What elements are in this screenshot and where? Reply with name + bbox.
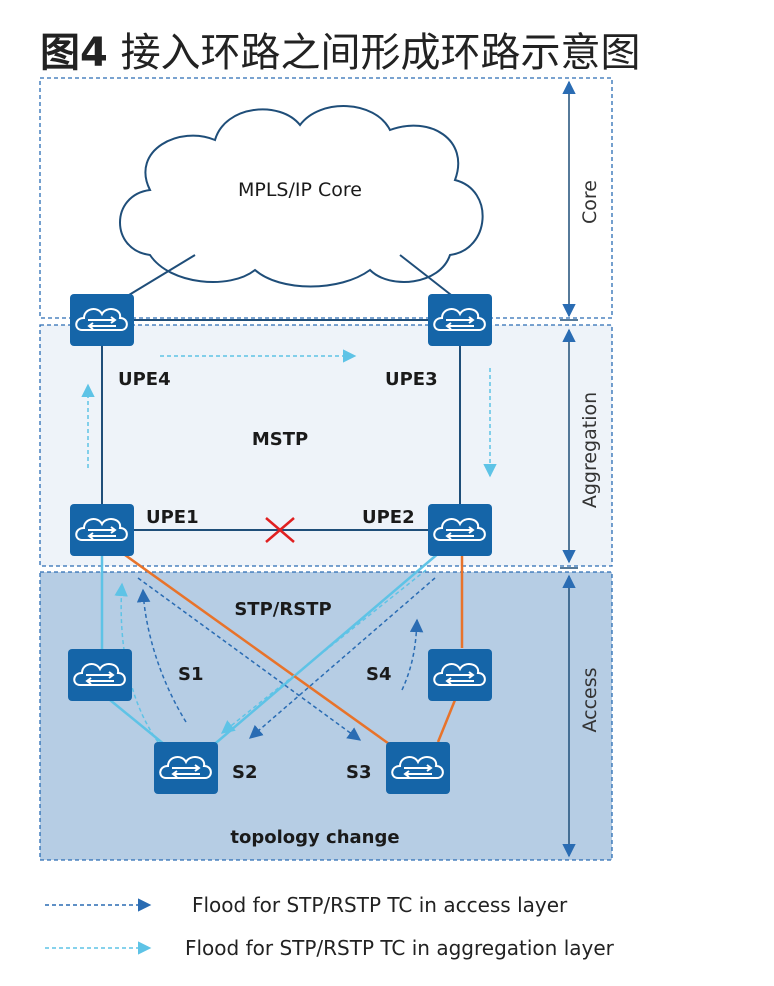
figure-title: 图4 接入环路之间形成环路示意图 [40, 20, 641, 78]
switch-icon [385, 741, 451, 795]
device-s4 [427, 648, 493, 702]
device-upe2 [427, 503, 493, 557]
switch-icon [427, 503, 493, 557]
label-upe3: UPE3 [385, 369, 438, 390]
aggregation-layer-label: Aggregation [579, 392, 601, 508]
device-s2 [153, 741, 219, 795]
stp-rstp-label: STP/RSTP [234, 599, 331, 620]
figure-caption: 接入环路之间形成环路示意图 [120, 30, 641, 76]
label-s3: S3 [346, 762, 372, 783]
switch-icon [427, 648, 493, 702]
device-upe1 [69, 503, 135, 557]
blocked-link-icon [265, 517, 295, 543]
cloud-label: MPLS/IP Core [238, 179, 362, 201]
aggregation-region [39, 324, 613, 567]
device-upe4 [69, 293, 135, 347]
legend: Flood for STP/RSTP TC in access layer Fl… [45, 893, 615, 960]
label-upe1: UPE1 [146, 507, 199, 528]
label-upe2: UPE2 [362, 507, 415, 528]
access-layer-label: Access [579, 667, 601, 732]
figure-number: 图4 [40, 30, 108, 76]
label-s1: S1 [178, 664, 204, 685]
legend-access-text: Flood for STP/RSTP TC in access layer [192, 893, 568, 917]
switch-icon [427, 293, 493, 347]
label-s2: S2 [232, 762, 258, 783]
legend-aggregation-text: Flood for STP/RSTP TC in aggregation lay… [185, 936, 615, 960]
core-layer-label: Core [579, 180, 601, 224]
mstp-label: MSTP [252, 429, 308, 450]
switch-icon [69, 293, 135, 347]
switch-icon [69, 503, 135, 557]
mpls-cloud: MPLS/IP Core [119, 105, 484, 288]
device-s3 [385, 741, 451, 795]
access-flood-arrows [136, 577, 436, 741]
switch-icon [153, 741, 219, 795]
device-upe3 [427, 293, 493, 347]
switch-icon [67, 648, 133, 702]
topology-change-label: topology change [230, 827, 399, 848]
label-upe4: UPE4 [118, 369, 171, 390]
label-s4: S4 [366, 664, 392, 685]
layer-scale: Core Aggregation Access [560, 80, 601, 858]
device-s1 [67, 648, 133, 702]
